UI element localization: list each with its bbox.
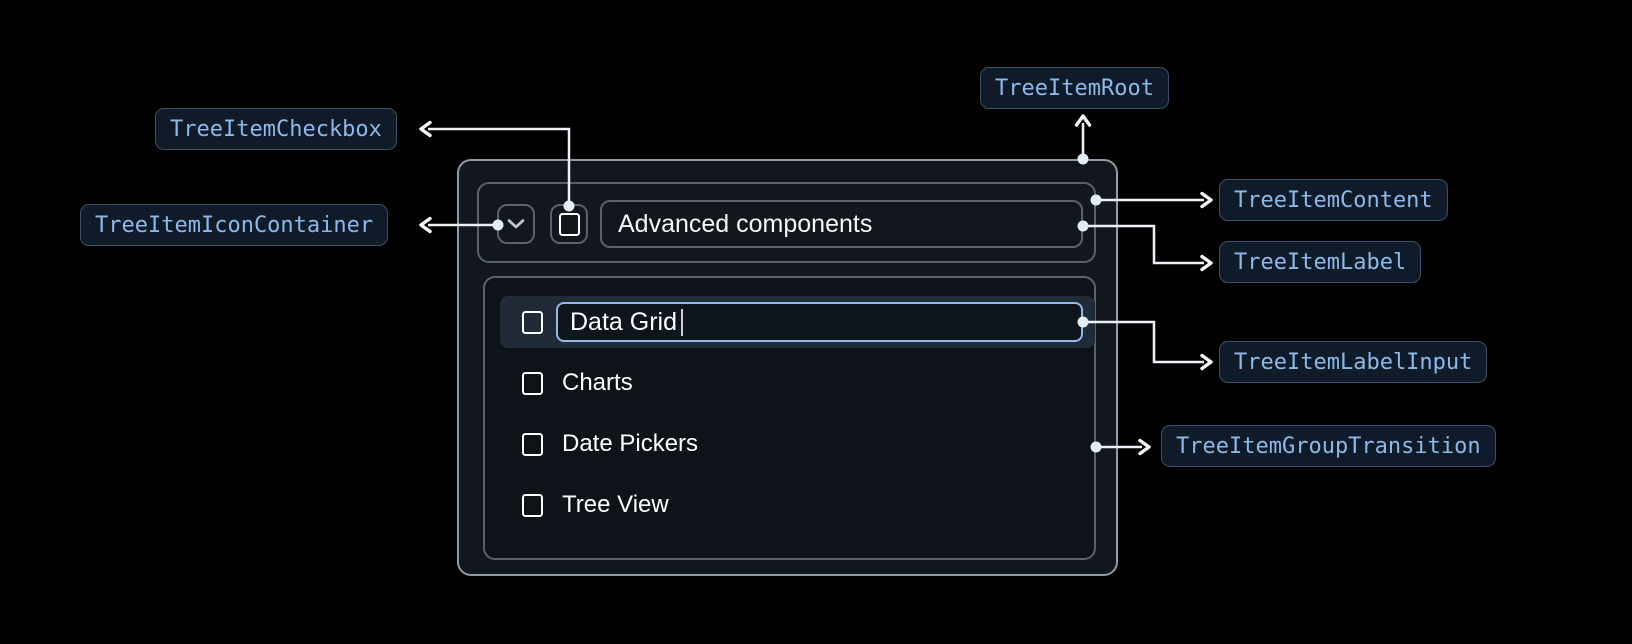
- annotation-text: TreeItemLabelInput: [1234, 349, 1473, 375]
- annotation-chip-group-transition: TreeItemGroupTransition: [1161, 425, 1496, 467]
- label-input-value: Data Grid: [570, 307, 677, 336]
- annotation-text: TreeItemRoot: [995, 75, 1154, 101]
- annotation-chip-label: TreeItemLabel: [1219, 241, 1422, 283]
- text-caret: [680, 308, 683, 336]
- annotation-chip-icon-container: TreeItemIconContainer: [80, 204, 389, 246]
- item-checkbox[interactable]: [522, 493, 543, 517]
- tree-row[interactable]: Charts: [500, 357, 1095, 409]
- connector-root: [1074, 114, 1092, 165]
- annotation-text: TreeItemContent: [1234, 187, 1433, 213]
- parent-item-label: Advanced components: [618, 209, 873, 238]
- annotation-chip-root: TreeItemRoot: [980, 67, 1169, 109]
- tree-item-icon-container[interactable]: [497, 204, 535, 244]
- item-checkbox[interactable]: [522, 371, 543, 395]
- tree-row[interactable]: Date Pickers: [500, 418, 1095, 470]
- annotation-text: TreeItemGroupTransition: [1176, 433, 1481, 459]
- item-label: Date Pickers: [562, 430, 699, 457]
- annotation-chip-content: TreeItemContent: [1219, 179, 1448, 221]
- tree-item-checkbox[interactable]: [550, 204, 588, 244]
- tree-item-content[interactable]: [477, 182, 1096, 263]
- annotation-text: TreeItemIconContainer: [95, 212, 374, 238]
- item-label: Tree View: [562, 491, 669, 518]
- tree-item-label-input[interactable]: Data Grid: [556, 302, 1083, 342]
- chevron-down-icon: [507, 219, 525, 229]
- annotation-chip-checkbox: TreeItemCheckbox: [155, 108, 397, 150]
- item-checkbox[interactable]: [522, 432, 543, 456]
- tree-row[interactable]: Tree View: [500, 479, 1095, 531]
- annotation-chip-label-input: TreeItemLabelInput: [1219, 341, 1488, 383]
- tree-item-label[interactable]: Advanced components: [600, 200, 1083, 248]
- item-label: Charts: [562, 369, 633, 396]
- annotation-text: TreeItemLabel: [1234, 249, 1407, 275]
- checkbox-outline-icon: [558, 212, 580, 236]
- tree-row-editing[interactable]: Data Grid: [500, 296, 1095, 348]
- item-checkbox[interactable]: [522, 310, 543, 334]
- annotation-text: TreeItemCheckbox: [170, 116, 382, 142]
